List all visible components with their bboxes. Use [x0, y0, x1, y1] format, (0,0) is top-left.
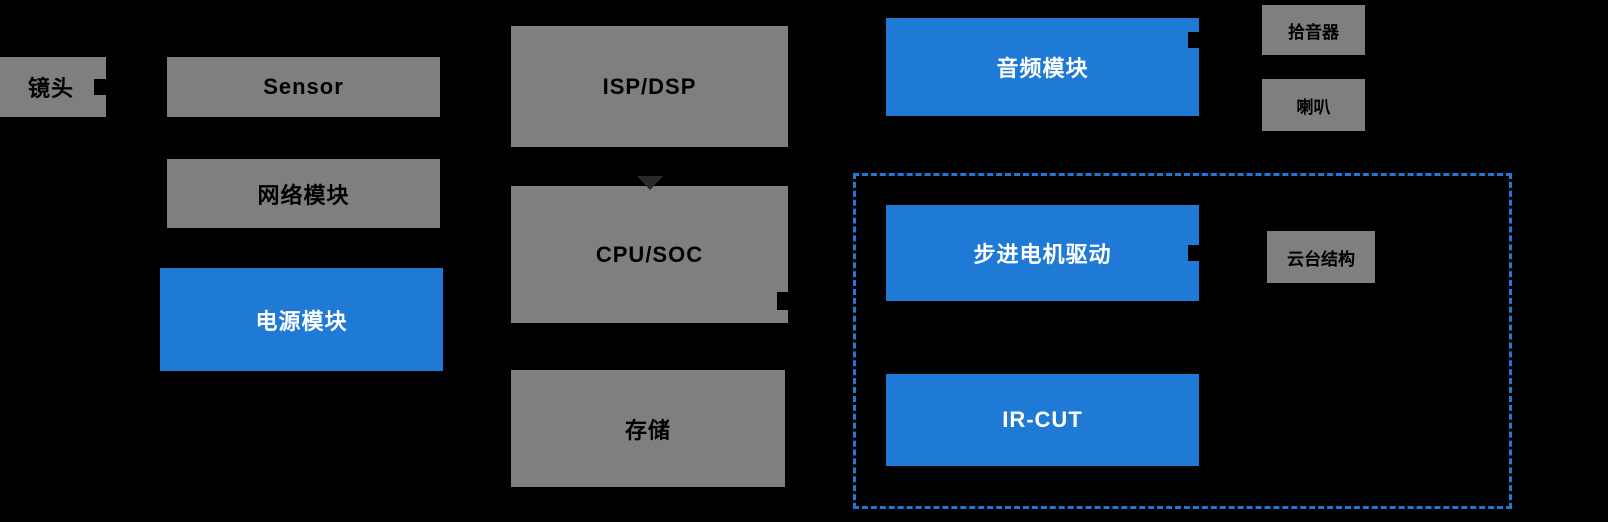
node-ir-cut: IR-CUT [886, 374, 1199, 466]
node-isp-dsp: ISP/DSP [511, 26, 788, 147]
node-lens: 镜头 [0, 57, 106, 117]
node-speaker: 喇叭 [1262, 79, 1365, 131]
node-storage: 存储 [511, 370, 785, 487]
node-power-module: 电源模块 [160, 268, 443, 371]
connector-tick-stepper [1188, 245, 1200, 261]
connector-tick-audio [1188, 32, 1200, 48]
node-microphone: 拾音器 [1262, 5, 1365, 55]
node-gimbal-structure: 云台结构 [1267, 231, 1375, 283]
node-stepper-motor-drive: 步进电机驱动 [886, 205, 1199, 301]
connector-tick-cpu [777, 292, 789, 310]
ptz-group-outline [853, 173, 1512, 509]
node-sensor: Sensor [167, 57, 440, 117]
node-cpu-soc: CPU/SOC [511, 186, 788, 323]
node-audio-module: 音频模块 [886, 18, 1199, 116]
arrow-down-icon [637, 176, 663, 190]
node-network-module: 网络模块 [167, 159, 440, 228]
connector-tick-lens [94, 79, 106, 95]
